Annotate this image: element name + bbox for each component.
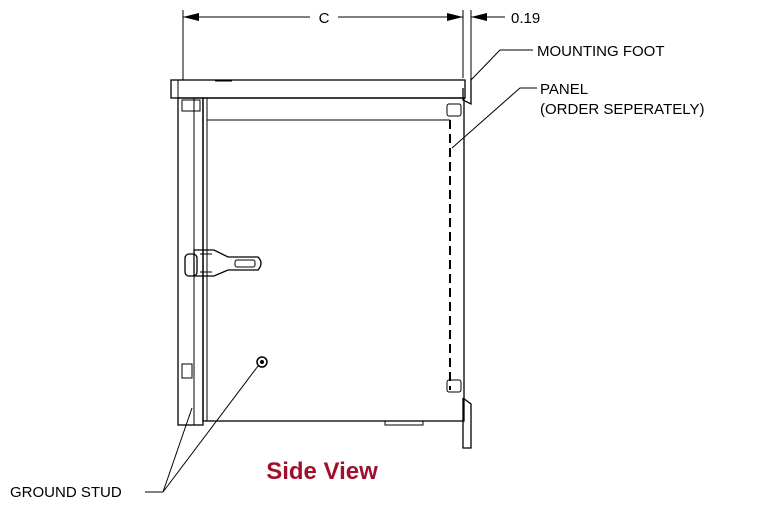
mounting-foot-label: MOUNTING FOOT xyxy=(537,43,665,60)
ground-stud-center xyxy=(260,360,264,364)
mounting-foot-top xyxy=(462,78,472,106)
leader-ground-stud-door xyxy=(162,407,193,493)
leader-mounting-foot xyxy=(470,49,533,81)
enclosure xyxy=(170,79,466,426)
dimension-c: C xyxy=(182,10,464,80)
ground-stud xyxy=(256,356,268,368)
arrowhead-offset xyxy=(471,13,487,21)
leaders xyxy=(145,49,537,493)
panel-bracket-top xyxy=(446,103,462,117)
door-hinge-top xyxy=(181,99,201,112)
latch xyxy=(184,249,262,277)
arrowhead-left xyxy=(183,13,199,21)
leader-panel xyxy=(451,87,537,149)
dimension-c-label: C xyxy=(319,10,330,27)
panel-bracket-bottom xyxy=(446,379,462,393)
dimension-offset-label: 0.19 xyxy=(511,10,540,27)
door-hinge-bottom xyxy=(181,363,193,379)
ground-stud-icon xyxy=(256,356,268,368)
arrowhead-right xyxy=(447,13,463,21)
panel-label: PANEL xyxy=(540,81,588,98)
door xyxy=(177,97,204,426)
latch-slot xyxy=(234,259,256,268)
ground-stud-label: GROUND STUD xyxy=(10,484,122,501)
latch-hinge xyxy=(184,253,198,277)
bottom-block xyxy=(384,420,424,426)
view-title: Side View xyxy=(266,458,378,485)
top-cover xyxy=(170,79,466,99)
dimension-offset: 0.19 xyxy=(470,10,540,80)
mounting-foot xyxy=(446,78,472,449)
panel-order-note: (ORDER SEPERATELY) xyxy=(540,101,704,118)
leader-ground-stud-body xyxy=(162,365,259,493)
latch-handle xyxy=(193,249,262,277)
mounting-foot-bottom xyxy=(462,397,472,449)
